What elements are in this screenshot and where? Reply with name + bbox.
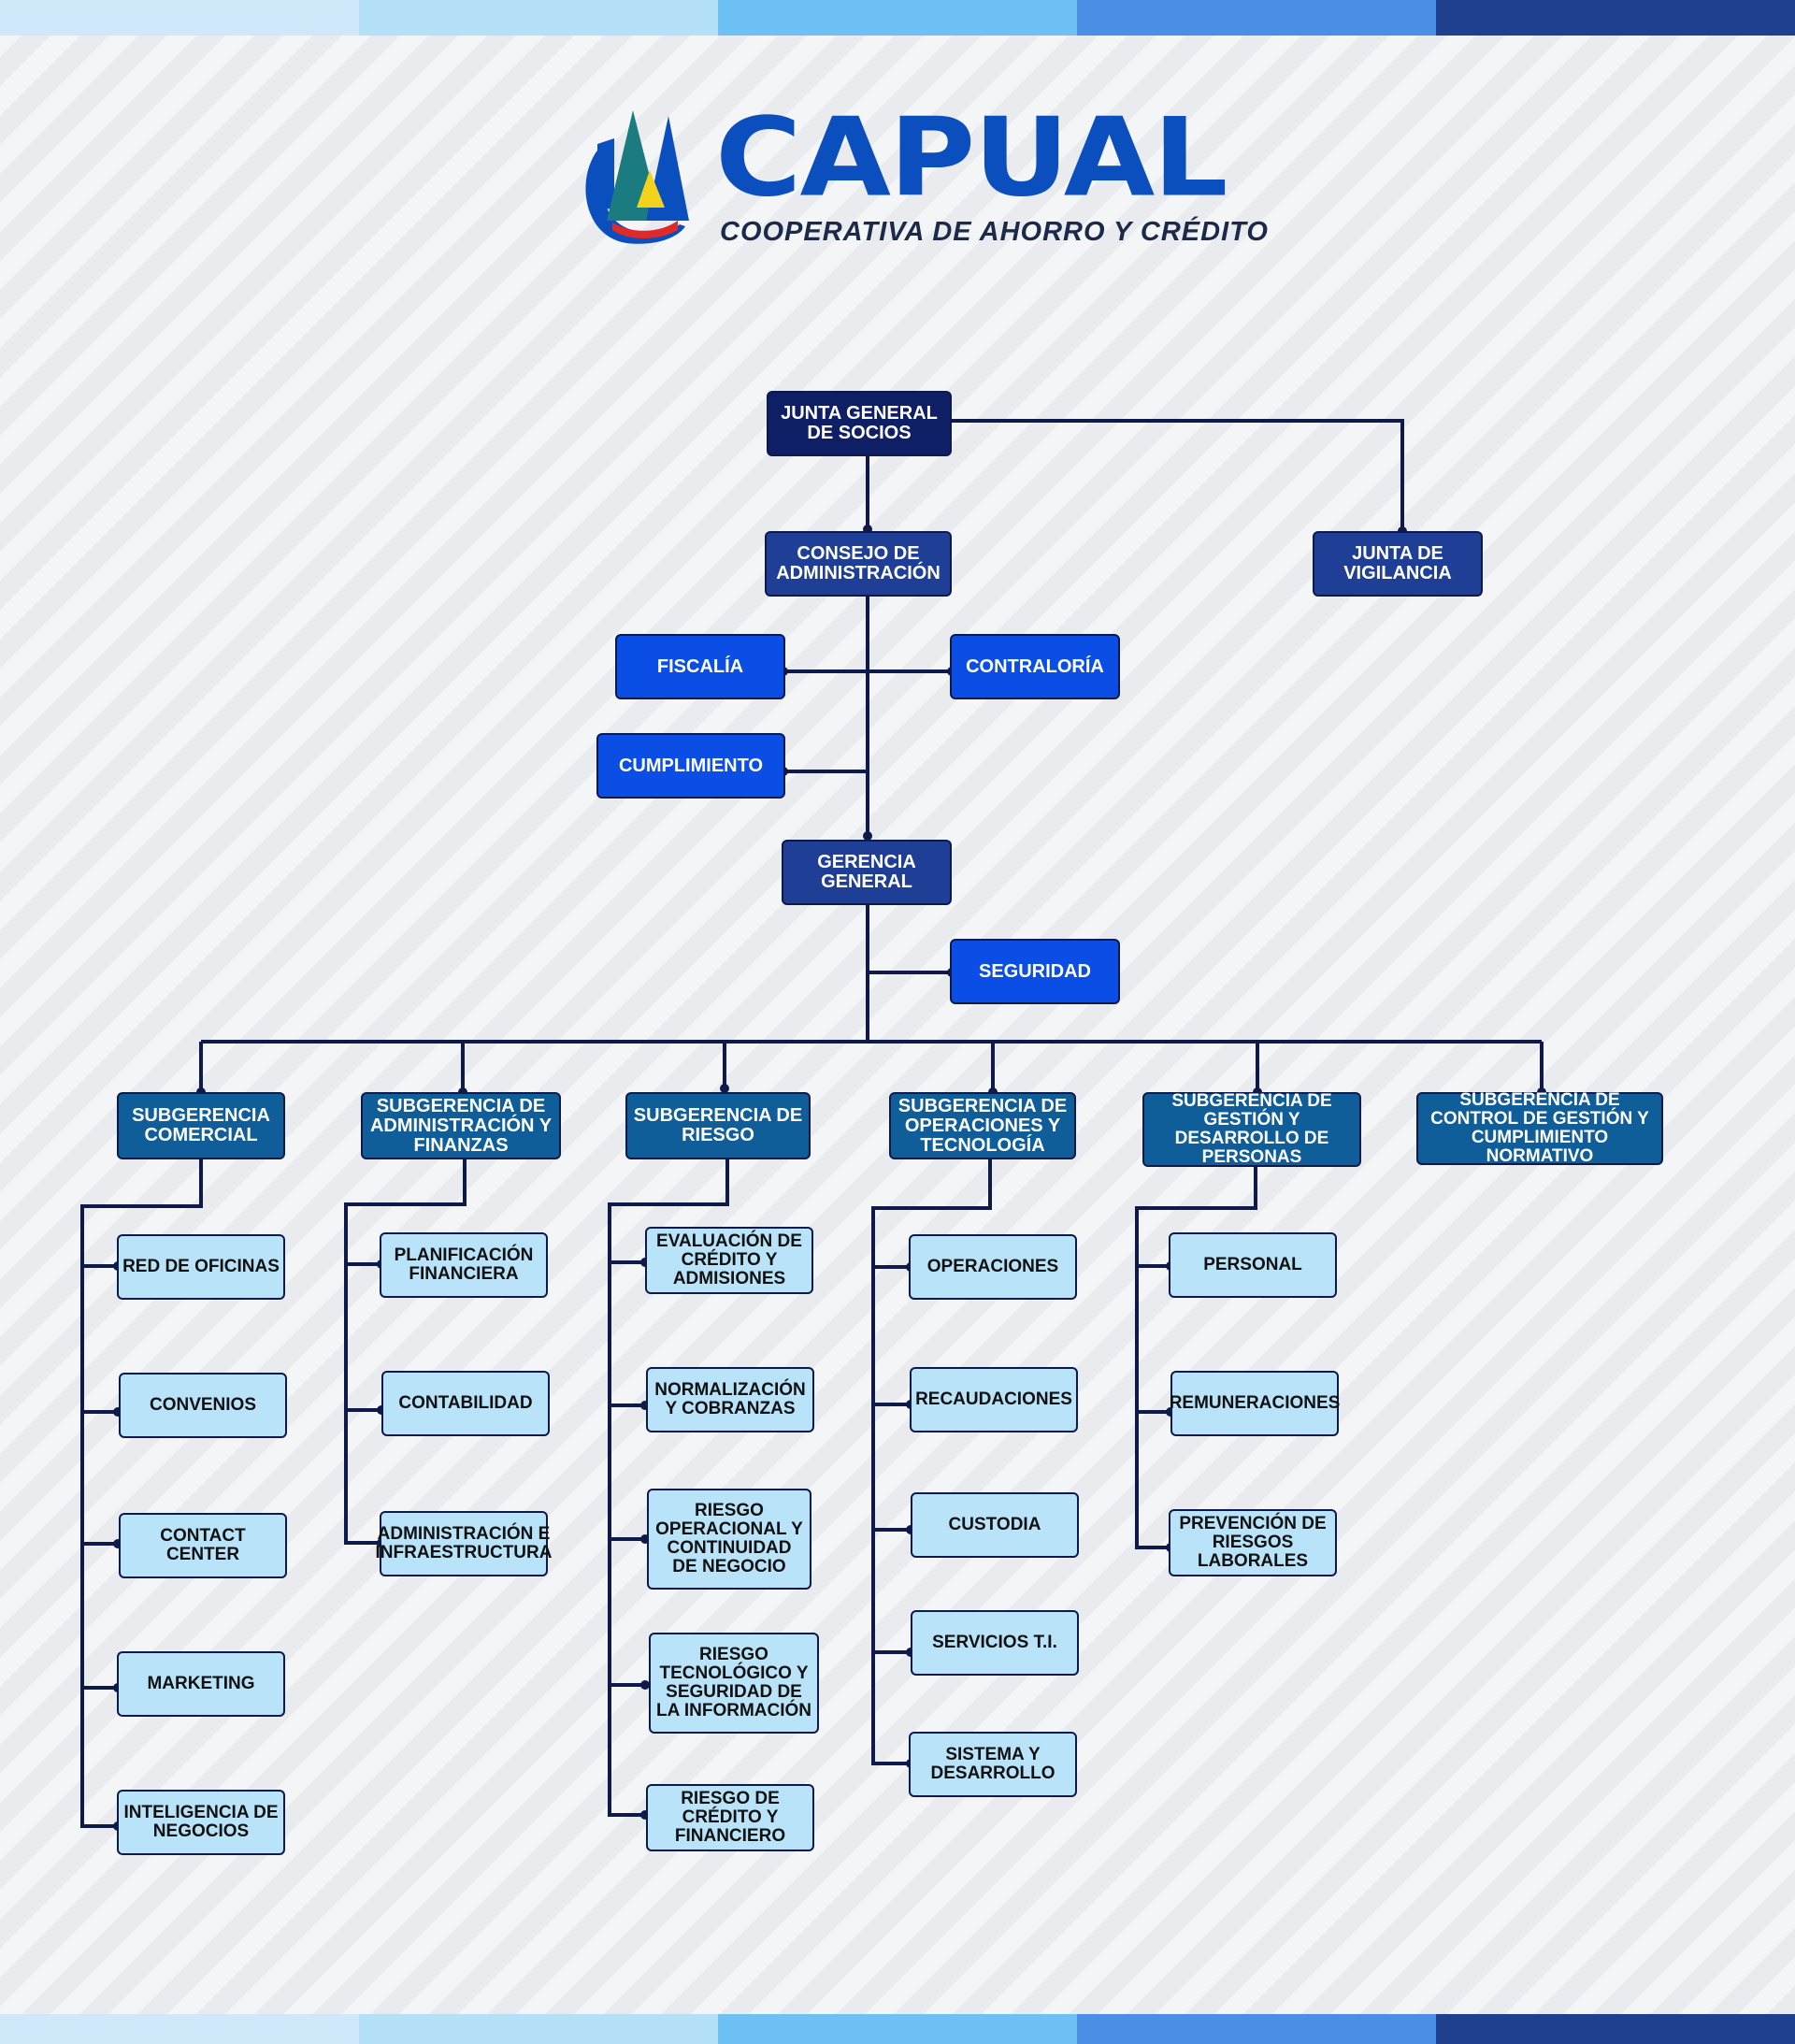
unit-operaciones: OPERACIONES [909, 1234, 1077, 1300]
unit-riesgo-credito-financiero: RIESGO DE CRÉDITO Y FINANCIERO [646, 1784, 814, 1851]
unit-riesgo-tecnologico: RIESGO TECNOLÓGICO Y SEGURIDAD DE LA INF… [649, 1633, 819, 1734]
consejo-de-administracion-node: CONSEJO DE ADMINISTRACIÓN [765, 531, 952, 597]
subgerencia-comercial-node: SUBGERENCIA COMERCIAL [117, 1092, 285, 1159]
subgerencia-administracion-finanzas-node: SUBGERENCIA DE ADMINISTRACIÓN Y FINANZAS [361, 1092, 561, 1159]
unit-contabilidad: CONTABILIDAD [381, 1371, 550, 1436]
gerencia-general-node: GERENCIA GENERAL [782, 840, 952, 905]
junta-de-vigilancia-node: JUNTA DE VIGILANCIA [1313, 531, 1483, 597]
capual-mountain-logo-icon [585, 110, 689, 244]
unit-evaluacion-credito-admisiones: EVALUACIÓN DE CRÉDITO Y ADMISIONES [645, 1227, 813, 1294]
unit-prevencion-riesgos-laborales: PREVENCIÓN DE RIESGOS LABORALES [1169, 1509, 1337, 1576]
subgerencia-control-gestion-node: SUBGERENCIA DE CONTROL DE GESTIÓN Y CUMP… [1416, 1091, 1663, 1165]
logo-tagline: COOPERATIVA DE AHORRO Y CRÉDITO [720, 217, 1269, 247]
unit-inteligencia-de-negocios: INTELIGENCIA DE NEGOCIOS [117, 1790, 285, 1855]
contraloria-node: CONTRALORÍA [950, 634, 1120, 699]
unit-red-de-oficinas: RED DE OFICINAS [117, 1234, 285, 1300]
subgerencia-gestion-personas-node: SUBGERENCIA DE GESTIÓN Y DESARROLLO DE P… [1142, 1092, 1361, 1167]
unit-personal: PERSONAL [1169, 1232, 1337, 1298]
subgerencia-riesgo-node: SUBGERENCIA DE RIESGO [625, 1092, 811, 1159]
unit-remuneraciones: REMUNERACIONES [1170, 1371, 1340, 1436]
unit-sistema-desarrollo: SISTEMA Y DESARROLLO [909, 1732, 1077, 1797]
top-color-stripe [0, 0, 1795, 36]
junta-general-de-socios-node: JUNTA GENERAL DE SOCIOS [767, 391, 952, 456]
seguridad-node: SEGURIDAD [950, 939, 1120, 1004]
unit-contact-center: CONTACT CENTER [119, 1513, 287, 1578]
unit-marketing: MARKETING [117, 1651, 285, 1717]
subgerencia-operaciones-tecnologia-node: SUBGERENCIA DE OPERACIONES Y TECNOLOGÍA [889, 1092, 1076, 1159]
capual-logo: CAPUAL COOPERATIVA DE AHORRO Y CRÉDITO [575, 94, 1268, 252]
bottom-color-stripe [0, 2014, 1795, 2044]
unit-administracion-infraestructura: ADMINISTRACIÓN E INFRAESTRUCTURA [376, 1511, 552, 1576]
fiscalia-node: FISCALÍA [615, 634, 785, 699]
unit-recaudaciones: RECAUDACIONES [910, 1367, 1078, 1432]
unit-normalizacion-cobranzas: NORMALIZACIÓN Y COBRANZAS [646, 1367, 814, 1432]
unit-custodia: CUSTODIA [911, 1492, 1079, 1558]
cumplimiento-node: CUMPLIMIENTO [596, 733, 785, 799]
logo-wordmark: CAPUAL [715, 94, 1228, 222]
unit-convenios: CONVENIOS [119, 1373, 287, 1438]
unit-planificacion-financiera: PLANIFICACIÓN FINANCIERA [380, 1232, 548, 1298]
unit-servicios-ti: SERVICIOS T.I. [911, 1610, 1079, 1676]
unit-riesgo-operacional: RIESGO OPERACIONAL Y CONTINUIDAD DE NEGO… [647, 1489, 811, 1590]
